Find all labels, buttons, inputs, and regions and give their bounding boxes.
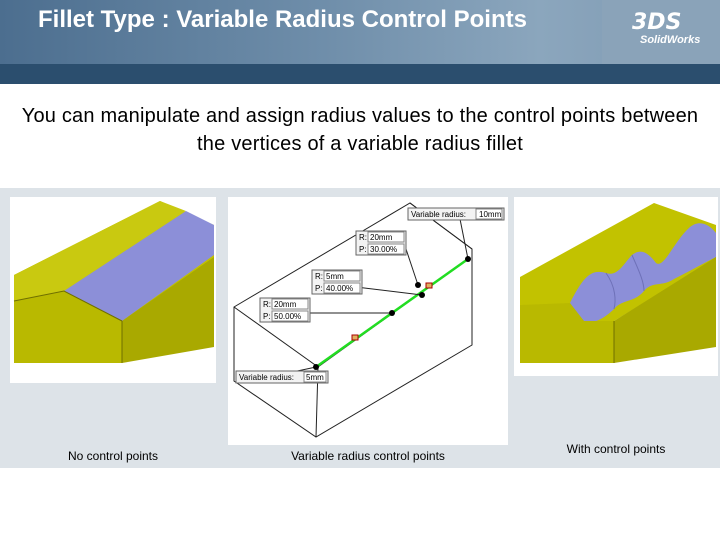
- svg-text:P:: P:: [359, 245, 367, 254]
- header-band: [0, 64, 720, 84]
- svg-text:R:: R:: [263, 300, 271, 309]
- svg-text:5mm: 5mm: [306, 373, 324, 382]
- intro-text: You can manipulate and assign radius val…: [21, 105, 699, 155]
- svg-text:50.00%: 50.00%: [274, 312, 301, 321]
- ds-logo-icon: 3DS: [632, 10, 682, 35]
- image-no-control-points: [10, 197, 216, 383]
- callout-control-point-1: R: 20mm P: 30.00%: [355, 230, 407, 256]
- solidworks-logo: SolidWorks: [640, 34, 701, 46]
- image-variable-radius-control-points: Variable radius: 10mm R: 20mm P: 30.00% …: [228, 197, 508, 445]
- slide-title: Fillet Type : Variable Radius Control Po…: [38, 6, 527, 33]
- caption-variable-radius-control-points: Variable radius control points: [291, 449, 445, 463]
- caption-no-control-points: No control points: [67, 449, 159, 463]
- callout-control-point-3: R: 20mm P: 50.00%: [259, 297, 311, 323]
- fillet-block-wavy: [520, 203, 716, 363]
- slide-header: [0, 0, 720, 64]
- svg-text:P:: P:: [315, 284, 323, 293]
- svg-text:40.00%: 40.00%: [326, 284, 353, 293]
- svg-text:20mm: 20mm: [274, 300, 297, 309]
- svg-text:20mm: 20mm: [370, 233, 393, 242]
- svg-text:R:: R:: [315, 272, 323, 281]
- svg-text:5mm: 5mm: [326, 272, 344, 281]
- logo-area: [602, 0, 720, 64]
- image-with-control-points: [514, 197, 718, 376]
- fillet-block-plain: [13, 201, 214, 363]
- svg-text:P:: P:: [263, 312, 271, 321]
- svg-text:Variable radius:: Variable radius:: [239, 373, 294, 382]
- svg-text:R:: R:: [359, 233, 367, 242]
- svg-text:30.00%: 30.00%: [370, 245, 397, 254]
- caption-with-control-points: With control points: [566, 442, 666, 456]
- callout-variable-radius-bottom: Variable radius: 5mm: [235, 370, 329, 384]
- callout-control-point-2: R: 5mm P: 40.00%: [311, 269, 363, 295]
- callout-variable-radius-top: Variable radius: 10mm: [407, 207, 505, 221]
- svg-text:Variable radius:: Variable radius:: [411, 210, 466, 219]
- wireframe-diagram: Variable radius: 10mm R: 20mm P: 30.00% …: [233, 202, 505, 438]
- svg-text:10mm: 10mm: [479, 210, 502, 219]
